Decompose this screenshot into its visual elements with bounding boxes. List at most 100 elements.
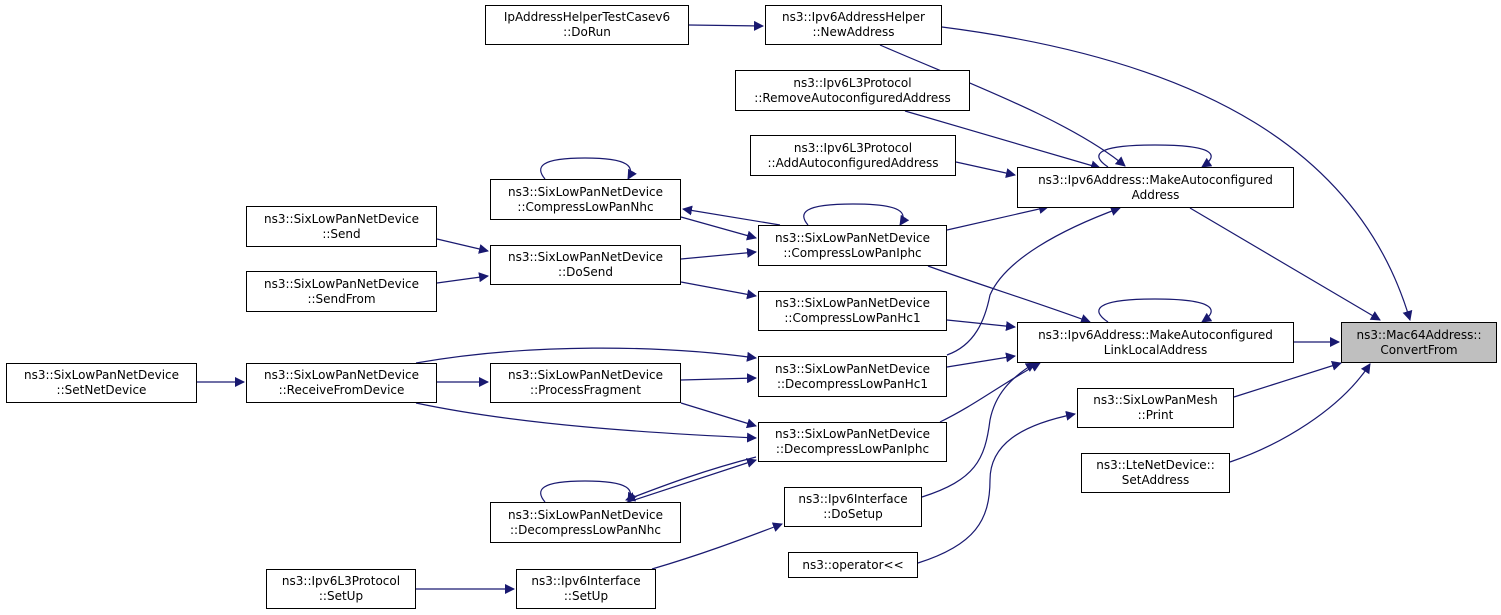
node-sixlowpannetdevice-decompresslowpanhc1[interactable]: ns3::SixLowPanNetDevice ::DecompressLowP… [758, 356, 947, 397]
node-label-line1: ns3::Ipv6Interface [531, 574, 641, 588]
node-label-line2: ::NewAddress [812, 25, 895, 39]
node-ipv6l3protocol-removeautoconfiguredaddress[interactable]: ns3::Ipv6L3Protocol ::RemoveAutoconfigur… [735, 70, 970, 111]
node-label-line2: SetAddress [1121, 473, 1190, 487]
edge-newaddress-to-makeauto [879, 44, 1126, 167]
node-label-line1: ns3::Mac64Address:: [1356, 327, 1482, 342]
node-sixlowpannetdevice-dosend[interactable]: ns3::SixLowPanNetDevice ::DoSend [490, 245, 681, 285]
node-label-line1: ns3::SixLowPanMesh [1093, 393, 1218, 407]
node-label-line2: ::CompressLowPanNhc [517, 199, 654, 214]
node-ipv6l3protocol-addautoconfiguredaddress[interactable]: ns3::Ipv6L3Protocol ::AddAutoconfiguredA… [750, 135, 956, 176]
edge-ifacesetup-to-dosetup [651, 522, 783, 570]
node-label-line2: ::SetUp [563, 589, 609, 603]
node-ltenetdevice-setaddress[interactable]: ns3::LteNetDevice:: SetAddress [1081, 453, 1230, 493]
node-ipv6interface-setup[interactable]: ns3::Ipv6Interface ::SetUp [516, 569, 656, 609]
node-ipv6address-makeautoconfiguredlinklocaladdress[interactable]: ns3::Ipv6Address::MakeAutoconfigured Lin… [1017, 322, 1294, 363]
edge-compressiphc-to-makeauto [946, 204, 1049, 231]
node-sixlowpannetdevice-compresslowpannhc[interactable]: ns3::SixLowPanNetDevice ::CompressLowPan… [490, 179, 681, 220]
node-label-line1: ns3::SixLowPanNetDevice [23, 368, 180, 382]
node-label-line1: ns3::Ipv6AddressHelper [782, 10, 925, 24]
edge-addauto-to-makeauto [955, 161, 1016, 178]
edge-lte-to-convertfrom [1229, 363, 1371, 463]
node-sixlowpanmesh-print[interactable]: ns3::SixLowPanMesh ::Print [1077, 388, 1234, 428]
edge-compressiphc-to-makeautoll [927, 265, 1091, 324]
edge-dosetup-to-makeautoll [921, 362, 1036, 498]
node-label-line2: ::SetUp [318, 589, 364, 603]
node-label-line1: IpAddressHelperTestCasev6 [503, 10, 671, 24]
node-ipv6interface-dosetup[interactable]: ns3::Ipv6Interface ::DoSetup [784, 487, 922, 527]
node-label-line1: ns3::Ipv6Interface [798, 492, 908, 506]
node-label-line1: ns3::SixLowPanNetDevice [774, 427, 931, 441]
node-sixlowpannetdevice-processfragment[interactable]: ns3::SixLowPanNetDevice ::ProcessFragmen… [490, 363, 681, 403]
node-label-line2: ::DoRun [563, 25, 611, 39]
node-ipv6l3protocol-setup[interactable]: ns3::Ipv6L3Protocol ::SetUp [266, 569, 416, 609]
edge-send-to-dosend [436, 238, 489, 254]
node-label-line1: ns3::Ipv6L3Protocol [281, 574, 401, 588]
node-ipaddresshelpertestcasev6-dorun[interactable]: IpAddressHelperTestCasev6 ::DoRun [485, 5, 689, 45]
node-label-line1: ns3::Ipv6L3Protocol [793, 75, 912, 90]
node-sixlowpannetdevice-compresslowpanhc1[interactable]: ns3::SixLowPanNetDevice ::CompressLowPan… [758, 291, 947, 331]
node-label-line1: ns3::Ipv6Address::MakeAutoconfigured [1038, 327, 1273, 342]
edge-makeauto-to-convertfrom [1189, 207, 1381, 321]
node-label-line2: Address [1131, 187, 1180, 202]
edge-decompressnhc-self-loop [540, 480, 637, 503]
node-label-line1: ns3::SixLowPanNetDevice [507, 507, 664, 522]
node-sixlowpannetdevice-receivefromdevice[interactable]: ns3::SixLowPanNetDevice ::ReceiveFromDev… [246, 363, 437, 403]
node-label-line2: ::DecompressLowPanNhc [510, 522, 661, 537]
edge-compressnhc-to-compressiphc [680, 216, 757, 241]
edge-decompresshc1-to-makeautoll [946, 352, 1016, 368]
node-sixlowpannetdevice-sendfrom[interactable]: ns3::SixLowPanNetDevice ::SendFrom [246, 271, 437, 312]
edge-removeauto-to-makeauto [904, 110, 1101, 171]
edge-compressiphc-self-loop [803, 203, 910, 226]
node-ipv6addresshelper-newaddress[interactable]: ns3::Ipv6AddressHelper ::NewAddress [765, 5, 942, 45]
edge-newaddress-to-convertfrom [941, 26, 1413, 321]
node-label-line2: ::AddAutoconfiguredAddress [767, 155, 939, 170]
edge-dosend-to-compressiphc [680, 247, 757, 260]
edge-compressiphc-to-compressnhc [682, 205, 781, 226]
node-label-line2: ::Send [322, 226, 361, 241]
node-sixlowpannetdevice-decompresslowpaniphc[interactable]: ns3::SixLowPanNetDevice ::DecompressLowP… [758, 422, 947, 462]
edge-processfragment-to-decompressiphc [680, 402, 757, 429]
edge-makeautoll-self-loop [1098, 298, 1213, 323]
node-sixlowpannetdevice-compresslowpaniphc[interactable]: ns3::SixLowPanNetDevice ::CompressLowPan… [758, 225, 947, 266]
edge-dosend-to-compresshc1 [680, 281, 757, 300]
edge-decompressnhc-to-decompressiphc [624, 458, 757, 504]
edge-processfragment-to-decompresshc1 [680, 373, 757, 384]
node-label-line2: ::DecompressLowPanIphc [775, 442, 930, 456]
edge-decompresshc1-to-makeauto [946, 206, 1121, 356]
edge-compressnhc-self-loop [540, 157, 637, 180]
node-label-line2: ::ReceiveFromDevice [278, 383, 405, 397]
node-label-line1: ns3::SixLowPanNetDevice [507, 184, 664, 199]
node-ns3-operator-lshift[interactable]: ns3::operator<< [788, 552, 918, 578]
node-label-line1: ns3::Ipv6Address::MakeAutoconfigured [1038, 172, 1273, 187]
node-sixlowpannetdevice-send[interactable]: ns3::SixLowPanNetDevice ::Send [246, 206, 437, 247]
node-label-line2: ::DoSend [558, 265, 613, 279]
node-label-line2: ::RemoveAutoconfiguredAddress [754, 90, 951, 105]
edge-operator-to-meshprint [917, 410, 1076, 564]
node-label-line1: ns3::operator<< [802, 557, 904, 572]
edge-meshprint-to-convertfrom [1233, 360, 1342, 398]
node-label-line1: ns3::SixLowPanNetDevice [263, 368, 420, 382]
node-label-line1: ns3::SixLowPanNetDevice [507, 368, 664, 382]
node-label-line2: ::SetNetDevice [56, 383, 147, 397]
node-label-line2: ::DoSetup [823, 507, 883, 521]
node-label-line1: ns3::SixLowPanNetDevice [263, 276, 420, 291]
node-label-line1: ns3::SixLowPanNetDevice [774, 230, 931, 245]
edge-decompressiphc-to-makeautoll [939, 362, 1041, 423]
node-label-line1: ns3::SixLowPanNetDevice [774, 361, 931, 376]
edge-decompressiphc-to-decompressnhc [625, 456, 757, 502]
node-label-line2: ConvertFrom [1380, 342, 1458, 357]
edge-makeauto-self-loop [1098, 144, 1213, 168]
node-label-line2: ::DecompressLowPanHc1 [776, 376, 929, 391]
node-ipv6address-makeautoconfiguredaddress[interactable]: ns3::Ipv6Address::MakeAutoconfigured Add… [1017, 167, 1294, 208]
edge-receive-to-decompresshc1 [415, 347, 757, 364]
node-label-line2: ::CompressLowPanIphc [783, 245, 922, 260]
node-label-line2: ::CompressLowPanHc1 [784, 311, 921, 325]
edge-dorun-to-newaddress [688, 20, 764, 31]
node-label-line1: ns3::SixLowPanNetDevice [507, 250, 664, 264]
node-mac64address-convertfrom: ns3::Mac64Address:: ConvertFrom [1341, 322, 1497, 363]
node-sixlowpannetdevice-decompresslowpannhc[interactable]: ns3::SixLowPanNetDevice ::DecompressLowP… [490, 502, 681, 543]
node-label-line2: ::Print [1137, 408, 1174, 422]
node-sixlowpannetdevice-setnetdevice[interactable]: ns3::SixLowPanNetDevice ::SetNetDevice [6, 363, 197, 403]
